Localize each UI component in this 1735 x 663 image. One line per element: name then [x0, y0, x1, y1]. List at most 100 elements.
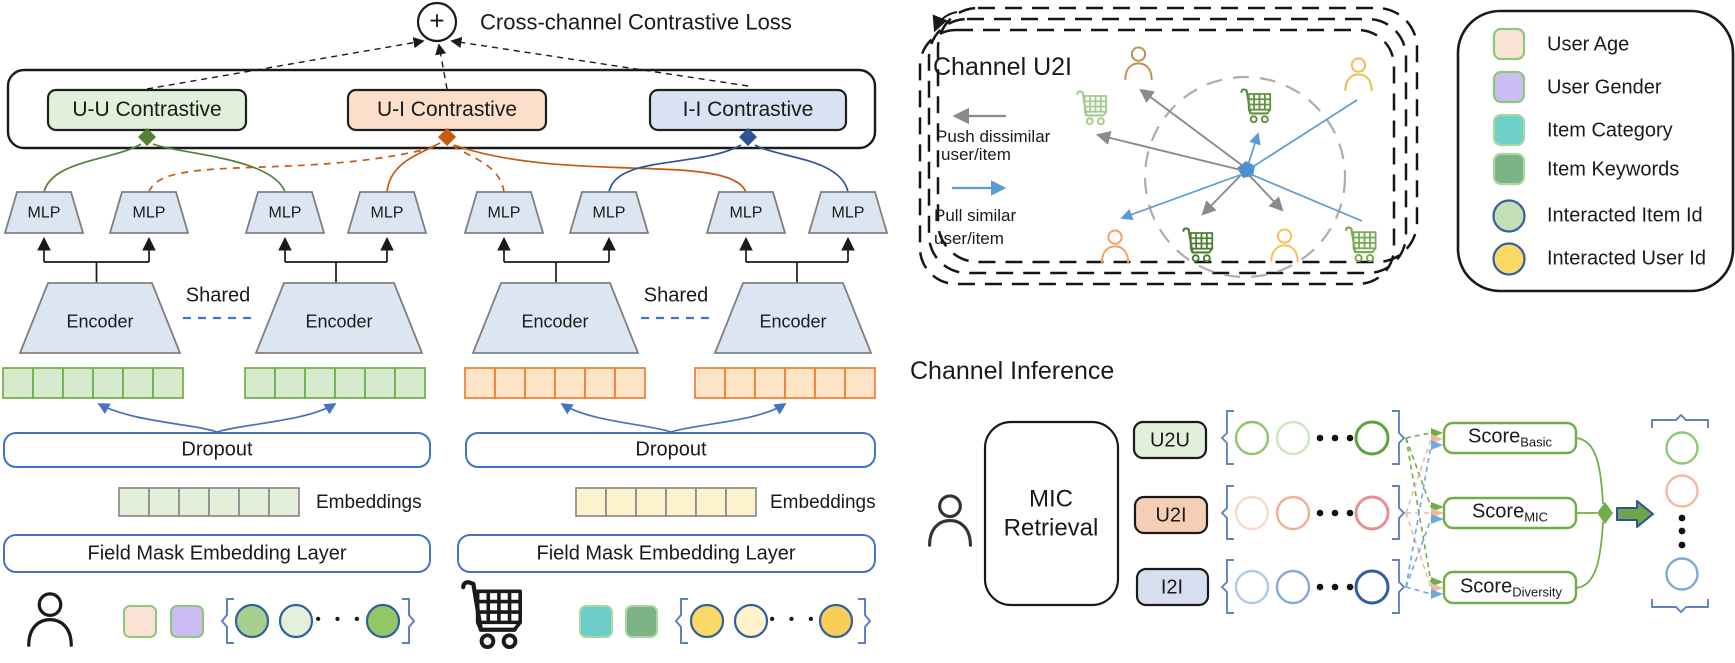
user-icon-orange	[1100, 229, 1130, 263]
legend-label-item-keywords: Item Keywords	[1547, 158, 1680, 181]
legend-panel	[1456, 9, 1735, 293]
item-history-bracket	[674, 598, 872, 644]
score-diversity-label: ScoreDiversity	[1460, 576, 1563, 600]
user-gender-swatch	[170, 605, 204, 638]
legend-label-interacted-item: Interacted Item Id	[1547, 204, 1703, 227]
u2u-chip-label: U2U	[1149, 429, 1191, 452]
encoder-2	[254, 282, 424, 354]
pull-label-line2: user/item	[934, 229, 1004, 249]
mlp-6	[568, 191, 650, 234]
model-panel	[2, 1, 889, 648]
encoder-row	[18, 282, 873, 354]
score-basic-sub: Basic	[1520, 434, 1553, 450]
encoder-3	[471, 282, 640, 354]
mic-retrieval-box	[983, 420, 1120, 607]
mlp-label-4: MLP	[370, 204, 404, 222]
legend-swatch-interacted-item	[1492, 199, 1526, 233]
mic-label-line2: Retrieval	[1003, 514, 1099, 542]
contrastive-container	[6, 68, 877, 150]
user-age-swatch	[123, 605, 157, 638]
embeddings-label-item: Embeddings	[770, 492, 876, 514]
legend-label-user-age: User Age	[1547, 33, 1630, 56]
score-basic-label: ScoreBasic	[1467, 425, 1553, 450]
channel-u2i-panel	[918, 6, 1419, 286]
legend-swatch-interacted-user	[1492, 242, 1526, 276]
embeddings-user	[118, 487, 300, 517]
shared-label-1: Shared	[185, 284, 251, 307]
mlp-7	[705, 191, 787, 234]
dropout-box-user	[3, 432, 431, 468]
encoder-forks	[37, 236, 855, 283]
mlp-label-5: MLP	[487, 204, 521, 222]
user-icon	[26, 591, 74, 648]
output-brackets	[1651, 413, 1709, 614]
push-arrows	[1095, 88, 1284, 216]
sum-circle	[416, 1, 458, 43]
mlp-8	[807, 191, 889, 234]
cart-icon	[463, 582, 520, 647]
mlp-row	[3, 191, 889, 234]
mlp-label-2: MLP	[132, 204, 166, 222]
ui-contrastive-label: U-I Contrastive	[376, 97, 518, 121]
score-arrowheads	[1431, 428, 1444, 599]
dropout-box-item	[465, 432, 876, 468]
legend-swatch-item-category	[1492, 113, 1526, 147]
similarity-circle	[1143, 75, 1347, 279]
mlp-1	[3, 191, 85, 234]
score-mic-base: Score	[1471, 500, 1525, 523]
score-connectors	[1405, 432, 1432, 595]
cart-icon-green-bottom	[1182, 227, 1214, 263]
mlp-2	[108, 191, 190, 234]
query-user-icon	[927, 493, 973, 548]
uu-diamond-arrow	[138, 128, 156, 146]
i2i-chip	[1135, 567, 1210, 607]
cart-icon-green-br	[1344, 226, 1377, 263]
masked-user-rows	[2, 367, 426, 399]
legend-swatch-item-keywords	[1492, 152, 1526, 186]
channel-inference-panel	[927, 410, 1709, 614]
ii-contrastive-label: I-I Contrastive	[682, 97, 814, 121]
sum-plus-sign: +	[429, 5, 445, 36]
i2i-chip-label: I2I	[1160, 576, 1184, 599]
field-mask-box-item	[457, 534, 876, 573]
embeddings-item	[575, 487, 757, 517]
user-icon-yellow-tr	[1344, 57, 1373, 91]
u2u-chip	[1132, 420, 1208, 460]
output-arrow	[1616, 500, 1654, 528]
score-mic-label: ScoreMIC	[1471, 500, 1548, 525]
u2i-chip	[1133, 495, 1209, 535]
dropout-arrows	[97, 403, 787, 433]
ui-diamond-arrow	[438, 128, 456, 146]
mic-label-line1: MIC	[1029, 485, 1073, 513]
mlp-label-6: MLP	[592, 204, 626, 222]
mlp-5	[463, 191, 545, 234]
legend-swatch-user-gender	[1492, 70, 1526, 104]
score-basic-base: Score	[1467, 425, 1521, 448]
masked-item-rows	[464, 367, 876, 399]
candidate-brackets	[1220, 410, 1406, 614]
field-mask-label-item: Field Mask Embedding Layer	[536, 542, 796, 565]
encoder-label-4: Encoder	[759, 311, 827, 332]
encoder-label-2: Encoder	[305, 311, 373, 332]
embeddings-label-user: Embeddings	[316, 492, 422, 514]
mlp-label-8: MLP	[831, 204, 865, 222]
shared-label-2: Shared	[643, 284, 709, 307]
encoder-label-3: Encoder	[521, 311, 589, 332]
u2i-chip-label: U2I	[1155, 504, 1187, 527]
channel-inference-title: Channel Inference	[910, 356, 1115, 385]
legend-label-item-category: Item Category	[1547, 119, 1673, 142]
legend-label-interacted-user: Interacted User Id	[1547, 247, 1706, 270]
loss-label: Cross-channel Contrastive Loss	[480, 9, 792, 35]
dropout-label-item: Dropout	[635, 438, 707, 461]
score-diversity-sub: Diversity	[1512, 584, 1563, 600]
pull-lines	[1120, 99, 1363, 222]
mlp-3	[244, 191, 326, 234]
mlp-label-1: MLP	[27, 204, 61, 222]
ii-diamond-arrow	[739, 128, 757, 146]
stack-arrow	[932, 11, 958, 33]
user-icon-tan	[1124, 46, 1153, 80]
cart-icon-lightgreen	[1076, 90, 1108, 126]
item-keywords-swatch	[625, 605, 658, 638]
mlp-label-7: MLP	[729, 204, 763, 222]
dropout-label-user: Dropout	[181, 438, 253, 461]
